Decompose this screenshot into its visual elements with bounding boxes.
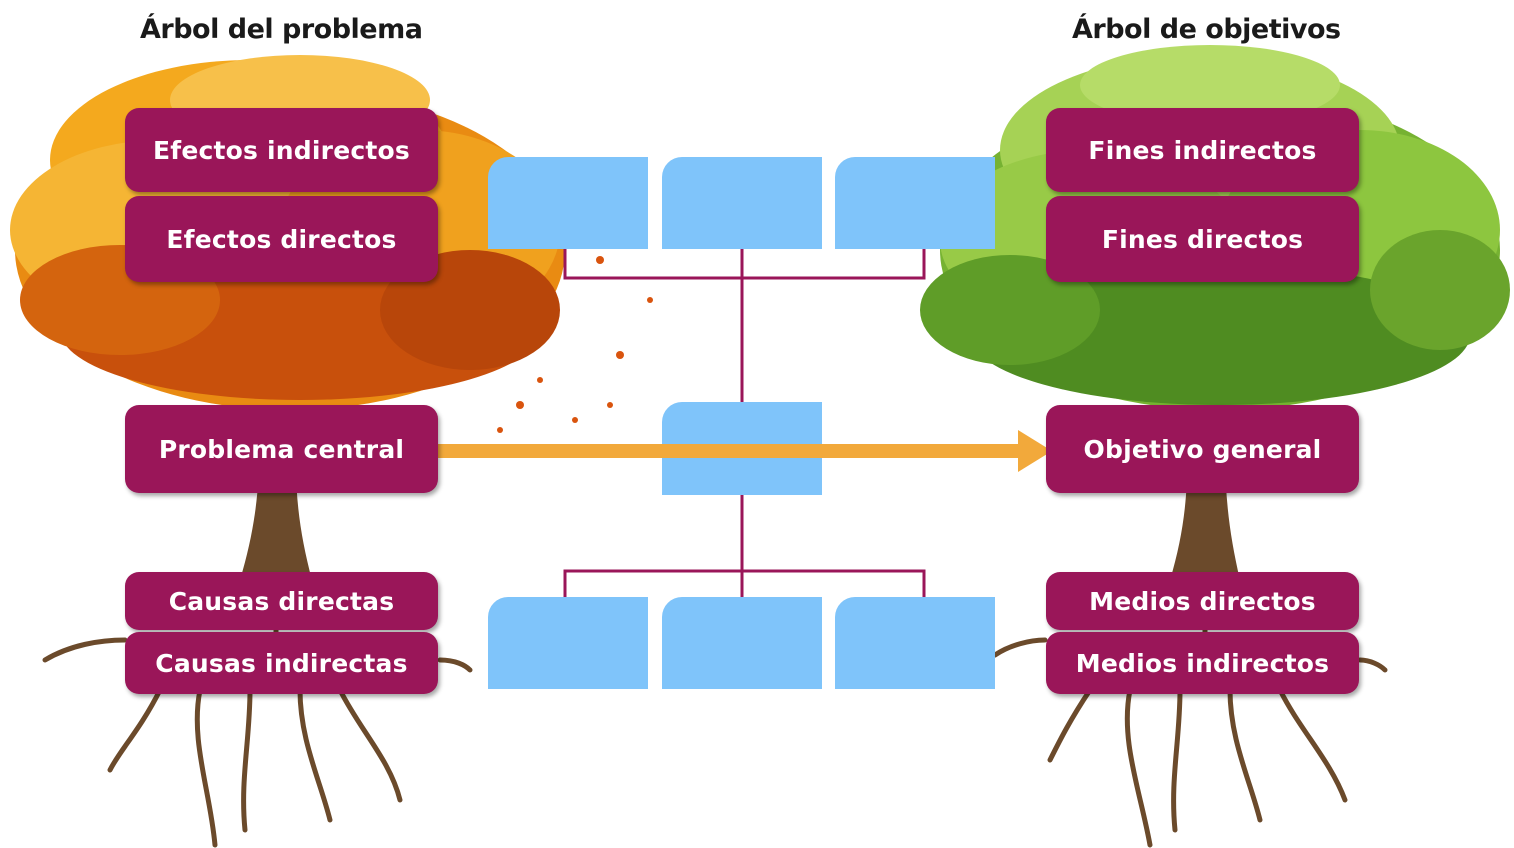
blank-box-top-2: [662, 157, 822, 249]
indirect-effects-label: Efectos indirectos: [125, 108, 438, 192]
blank-box-bottom-3: [835, 597, 995, 689]
indirect-ends-label: Fines indirectos: [1046, 108, 1359, 192]
objective-tree-title: Árbol de objetivos: [1072, 14, 1341, 45]
blank-box-top-1: [488, 157, 648, 249]
general-objective-label: Objetivo general: [1046, 405, 1359, 493]
central-problem-label: Problema central: [125, 405, 438, 493]
blank-box-bottom-2: [662, 597, 822, 689]
green-tree-roots: [992, 577, 1388, 848]
falling-leaves: [497, 256, 653, 433]
direct-causes-label: Causas directas: [125, 572, 438, 630]
blank-box-top-3: [835, 157, 995, 249]
transform-arrow: [437, 430, 1052, 472]
problem-tree-title: Árbol del problema: [140, 14, 423, 45]
direct-ends-label: Fines directos: [1046, 196, 1359, 282]
indirect-causes-label: Causas indirectas: [125, 632, 438, 694]
indirect-means-label: Medios indirectos: [1046, 632, 1359, 694]
blank-box-bottom-1: [488, 597, 648, 689]
connector-lines: [563, 249, 926, 597]
direct-effects-label: Efectos directos: [125, 196, 438, 282]
direct-means-label: Medios directos: [1046, 572, 1359, 630]
